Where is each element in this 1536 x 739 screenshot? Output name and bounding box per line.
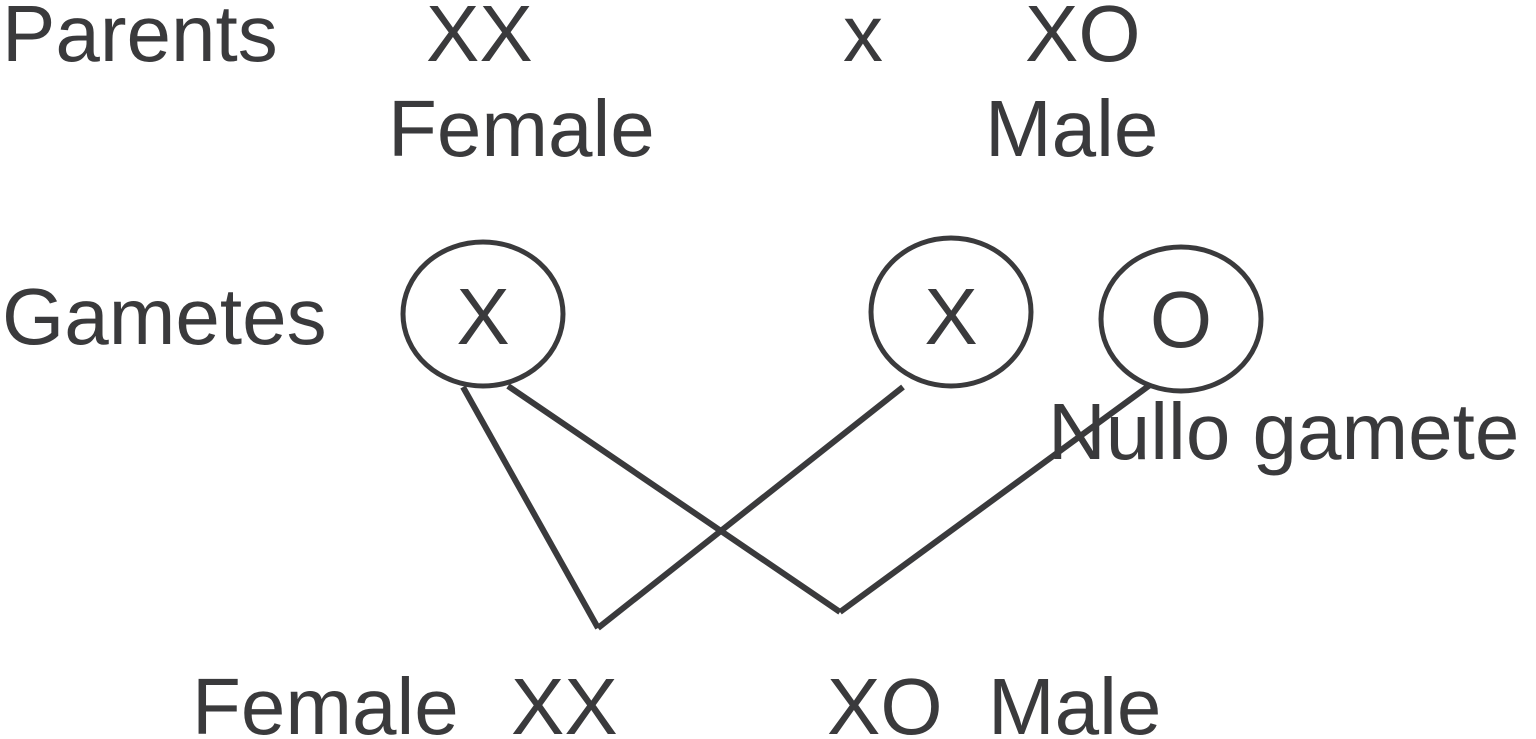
offspring-male-sex-label: Male xyxy=(988,662,1162,739)
gametes-row-label: Gametes xyxy=(2,272,327,361)
father-sex-label: Male xyxy=(985,84,1159,173)
paternal-x-gamete-circle xyxy=(868,235,1034,389)
maternal-gamete-symbol: X xyxy=(456,272,510,361)
offspring-male-genotype: XO xyxy=(827,662,943,739)
cross-line-paternalO-to-XO xyxy=(838,382,1152,615)
offspring-female-sex-label: Female xyxy=(192,662,459,739)
cross-symbol: x xyxy=(843,0,883,78)
paternal-o-gamete-circle xyxy=(1098,244,1264,394)
parents-row-label: Parents xyxy=(2,0,278,78)
paternal-o-gamete-symbol: O xyxy=(1149,275,1213,364)
cross-line-paternalX-to-XX xyxy=(596,384,905,631)
offspring-female-genotype: XX xyxy=(511,662,618,739)
mother-genotype: XX xyxy=(426,0,533,78)
father-genotype: XO xyxy=(1025,0,1141,78)
paternal-x-gamete-symbol: X xyxy=(924,272,978,361)
maternal-gamete-circle xyxy=(400,239,566,389)
mother-sex-label: Female xyxy=(388,84,655,173)
cross-line-maternalX-to-XX xyxy=(460,385,601,630)
nullo-gamete-label: Nullo gamete xyxy=(1048,387,1520,476)
cross-line-maternalX-to-XO xyxy=(506,383,842,615)
